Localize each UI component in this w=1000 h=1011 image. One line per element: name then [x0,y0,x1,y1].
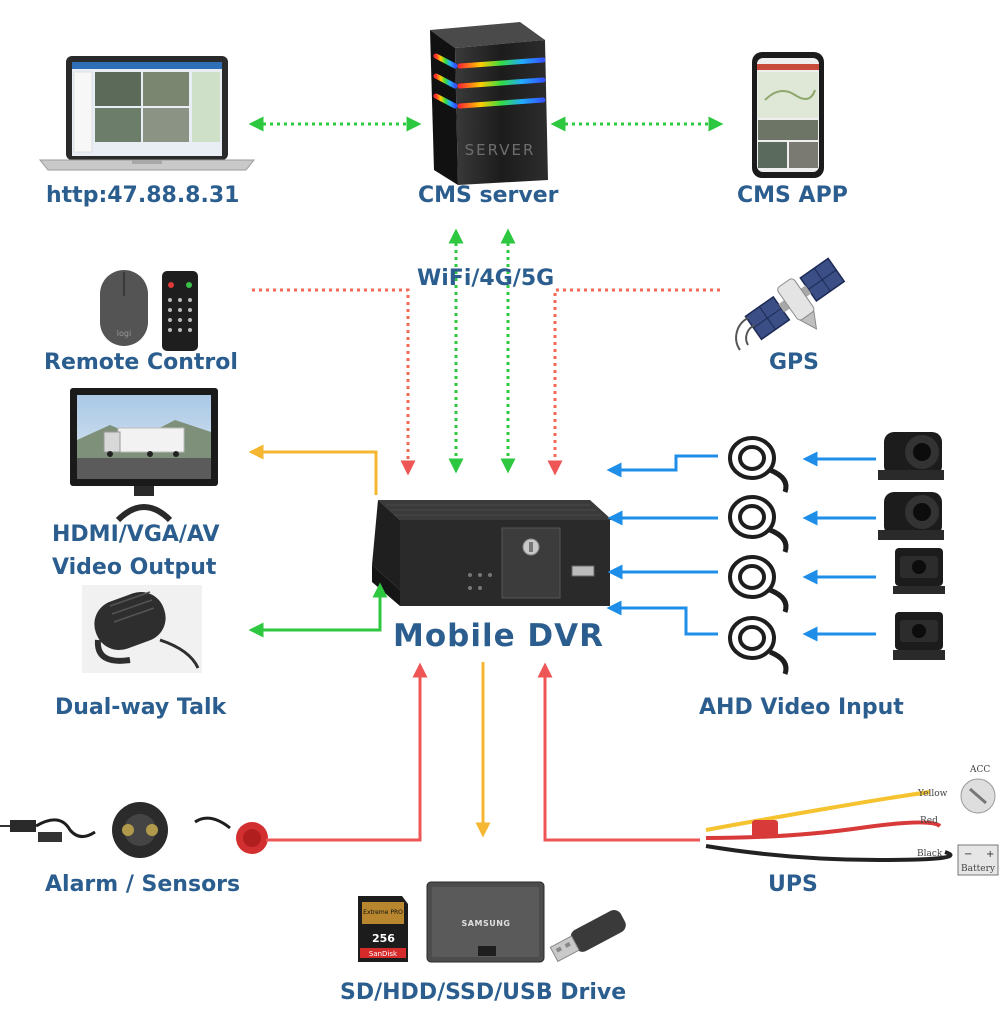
battery-icon: − + Battery [957,844,999,876]
mouse-icon: logi [100,270,148,346]
talk-label: Dual-way Talk [55,695,227,720]
camera-icon [893,612,945,660]
video-output-link [248,444,378,495]
svg-text:+: + [986,849,994,860]
network-label: WiFi/4G/5G [417,266,555,291]
ssd-icon: SAMSUNG [426,881,545,963]
camera-icon [878,432,944,480]
sd-series: Extreme PRO [363,909,403,916]
sd-brand: SanDisk [369,950,398,958]
ignition-key-icon [960,778,996,814]
sd-card-icon: Extreme PRO 256 SanDisk [358,896,408,962]
network-link-dvr-server [448,228,516,474]
panic-button-icon [194,816,268,854]
phone-icon [752,52,824,178]
video-input-links [606,451,876,642]
remote-label: Remote Control [44,350,238,375]
gps-label: GPS [769,350,820,375]
wire-yellow-label: Yellow [917,789,948,799]
dvr-icon [372,500,612,606]
wire-black-label: Black [917,849,943,859]
sd-capacity: 256 [372,932,395,945]
usb-drive-icon [549,910,626,963]
camera-input-label: AHD Video Input [699,695,904,720]
microphone-icon [82,585,202,673]
camera-icon [878,492,944,540]
svg-text:−: − [964,849,972,860]
center-label: Mobile DVR [393,618,605,654]
battery-label: Battery [961,864,996,874]
gps-antenna-icon [112,802,168,858]
laptop-icon [38,56,256,171]
gps-link [547,288,720,476]
alarm-label: Alarm / Sensors [45,872,241,897]
cable-coil-icon [728,495,789,553]
video-output-label-line2: Video Output [52,555,217,580]
cable-coil-icon [728,616,789,675]
storage-label: SD/HDD/SSD/USB Drive [340,980,627,1005]
satellite-icon [744,257,846,341]
talk-link [248,582,388,638]
wire-red-label: Red [920,816,938,826]
ssd-brand: SAMSUNG [462,919,511,928]
server-label: CMS server [418,183,559,208]
ups-link [537,662,700,842]
server-lettering: SERVER [465,141,536,159]
ups-wiring-icon [705,790,953,863]
acc-label: ACC [969,765,990,775]
mouse-brand: logi [117,329,131,338]
ups-label: UPS [768,872,818,897]
web-client-label: http:47.88.8.31 [46,183,240,208]
alarm-sensor-icon [0,818,96,842]
cable-coil-icon [728,555,789,613]
video-output-label-line1: HDMI/VGA/AV [52,522,220,547]
signal-waves-icon [735,317,756,351]
app-label: CMS APP [737,183,848,208]
alarm-link [266,662,428,842]
monitor-icon [70,388,218,523]
camera-icon [893,548,945,594]
server-icon: SERVER [430,22,548,185]
remote-link [252,288,416,476]
cable-coil-icon [728,436,789,493]
remote-icon [162,271,198,351]
